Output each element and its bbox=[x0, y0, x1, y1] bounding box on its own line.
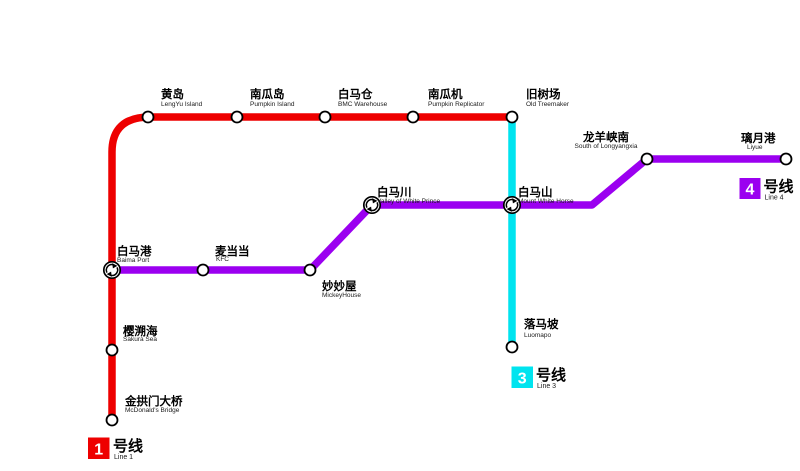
transfer-arrow bbox=[510, 202, 519, 212]
station-label-zh: 妙妙屋 bbox=[322, 279, 357, 293]
station-dot bbox=[640, 152, 654, 166]
station-label-en: MickeyHouse bbox=[322, 292, 361, 299]
station-label-zh: 金拱门大桥 bbox=[124, 394, 183, 408]
station-dot bbox=[318, 110, 332, 124]
station-dot bbox=[505, 340, 519, 354]
line1-badge-number: 1 bbox=[94, 442, 103, 459]
station-kfc: 麦当当 KFC bbox=[196, 244, 250, 277]
station-dot bbox=[406, 110, 420, 124]
station-label-en: South of Longyangxia bbox=[575, 143, 638, 150]
line1-badge-suffix-zh: 号线 bbox=[113, 437, 143, 455]
line3-badge-square bbox=[511, 366, 533, 388]
station-label-en: Pumpkin Island bbox=[250, 101, 295, 108]
line4-badge-suffix-zh: 号线 bbox=[764, 178, 794, 196]
station-liyue: 璃月港 Liyue bbox=[741, 131, 793, 166]
station-dot bbox=[105, 413, 119, 427]
station-label-zh: 白马川 bbox=[377, 185, 412, 199]
line1-badge: 1 号线 Line 1 bbox=[88, 437, 143, 461]
station-label-en: McDonald's Bridge bbox=[125, 407, 180, 414]
station-label-zh: 黄岛 bbox=[161, 87, 184, 101]
station-pumpkin-island: 南瓜岛 Pumpkin Island bbox=[230, 87, 295, 124]
station-dot bbox=[505, 110, 519, 124]
line4-path bbox=[110, 155, 786, 274]
station-label-zh: 龙羊峡南 bbox=[582, 130, 629, 144]
transfer-icon-valley-of-white-prince bbox=[362, 195, 382, 215]
station-label-en: Sakura Sea bbox=[123, 336, 157, 343]
station-lengyu-island: 黄岛 LengYu Island bbox=[141, 87, 203, 124]
line4-badge: 4 号线 Line 4 bbox=[739, 178, 794, 202]
station-luomapo: 落马坡 Luomapo bbox=[505, 317, 559, 354]
transfer-arrowhead bbox=[106, 271, 112, 277]
station-label-zh: 白马山 bbox=[518, 185, 553, 199]
station-label-zh: 璃月港 bbox=[741, 131, 776, 145]
station-label-en: BMC Warehouse bbox=[338, 101, 388, 108]
station-label-zh: 白马仓 bbox=[338, 87, 373, 101]
station-label-en: Pumpkin Replicator bbox=[428, 101, 485, 108]
station-dot bbox=[303, 263, 317, 277]
station-label-en: Old Treemaker bbox=[526, 101, 570, 108]
transfer-arrowhead bbox=[512, 198, 518, 204]
station-label-en: KFC bbox=[216, 256, 229, 263]
line3-badge-suffix-zh: 号线 bbox=[536, 366, 566, 384]
transfer-icon-mount-white-horse bbox=[502, 195, 522, 215]
line3-badge: 3 号线 Line 3 bbox=[511, 366, 566, 390]
line1-badge-square bbox=[88, 437, 110, 459]
station-mcdonalds-bridge: 金拱门大桥 McDonald's Bridge bbox=[105, 394, 183, 427]
line4-badge-number: 4 bbox=[746, 182, 755, 199]
transfer-icon-baima-port bbox=[102, 260, 122, 280]
line3-badge-name-en: Line 3 bbox=[537, 383, 556, 390]
station-label-zh: 樱溯海 bbox=[123, 324, 158, 338]
station-mount-white-horse: 白马山 Mount White Horse bbox=[502, 185, 574, 215]
station-dot bbox=[141, 110, 155, 124]
station-label-zh: 落马坡 bbox=[524, 317, 559, 331]
station-valley-of-white-prince: 白马川 Valley of White Prince bbox=[362, 185, 440, 215]
line1-badge-name-en: Line 1 bbox=[114, 454, 133, 461]
station-pumpkin-replicator: 南瓜机 Pumpkin Replicator bbox=[406, 87, 485, 124]
transfer-arrowhead bbox=[366, 206, 372, 212]
station-label-zh: 南瓜机 bbox=[428, 87, 463, 101]
station-label-en: Mount White Horse bbox=[518, 198, 574, 205]
station-label-zh: 旧树场 bbox=[526, 87, 561, 101]
line4-badge-square bbox=[739, 178, 761, 199]
station-bmc-warehouse: 白马仓 BMC Warehouse bbox=[318, 87, 388, 124]
transfer-arrow bbox=[110, 267, 119, 277]
station-label-en: Liyue bbox=[747, 144, 763, 151]
station-label-en: Valley of White Prince bbox=[377, 198, 440, 205]
station-dot bbox=[230, 110, 244, 124]
station-old-treemaker: 旧树场 Old Treemaker bbox=[505, 87, 570, 124]
station-dot bbox=[196, 263, 210, 277]
station-label-en: LengYu Island bbox=[161, 101, 203, 108]
station-south-of-longyangxia: 龙羊峡南 South of Longyangxia bbox=[575, 130, 654, 166]
transfer-arrow bbox=[105, 263, 114, 273]
station-sakura-sea: 樱溯海 Sakura Sea bbox=[105, 324, 158, 357]
transfer-arrowhead bbox=[112, 263, 118, 269]
line4-badge-name-en: Line 4 bbox=[765, 195, 784, 202]
station-label-en: Luomapo bbox=[524, 332, 551, 339]
station-mickeyhouse: 妙妙屋 MickeyHouse bbox=[303, 263, 361, 299]
station-dot bbox=[105, 343, 119, 357]
station-dot bbox=[779, 152, 793, 166]
station-label-zh: 南瓜岛 bbox=[250, 87, 285, 101]
transfer-arrowhead bbox=[372, 198, 378, 204]
station-label-zh: 麦当当 bbox=[215, 244, 250, 258]
transfer-arrow bbox=[505, 198, 514, 208]
line3-badge-number: 3 bbox=[518, 371, 527, 388]
station-baima-port: 白马港 Baima Port bbox=[102, 244, 152, 280]
transfer-arrowhead bbox=[506, 206, 512, 212]
transfer-arrow bbox=[365, 198, 374, 208]
transfer-arrow bbox=[370, 202, 379, 212]
station-label-en: Baima Port bbox=[117, 257, 149, 264]
station-label-zh: 白马港 bbox=[117, 244, 152, 258]
